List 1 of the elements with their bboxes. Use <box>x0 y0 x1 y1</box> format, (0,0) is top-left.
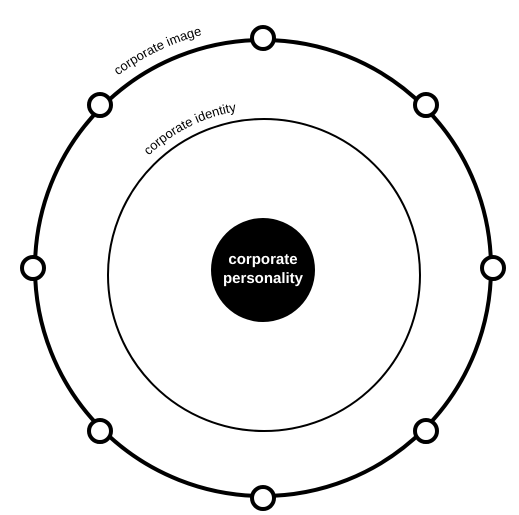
center-label: corporate personality <box>222 251 304 289</box>
